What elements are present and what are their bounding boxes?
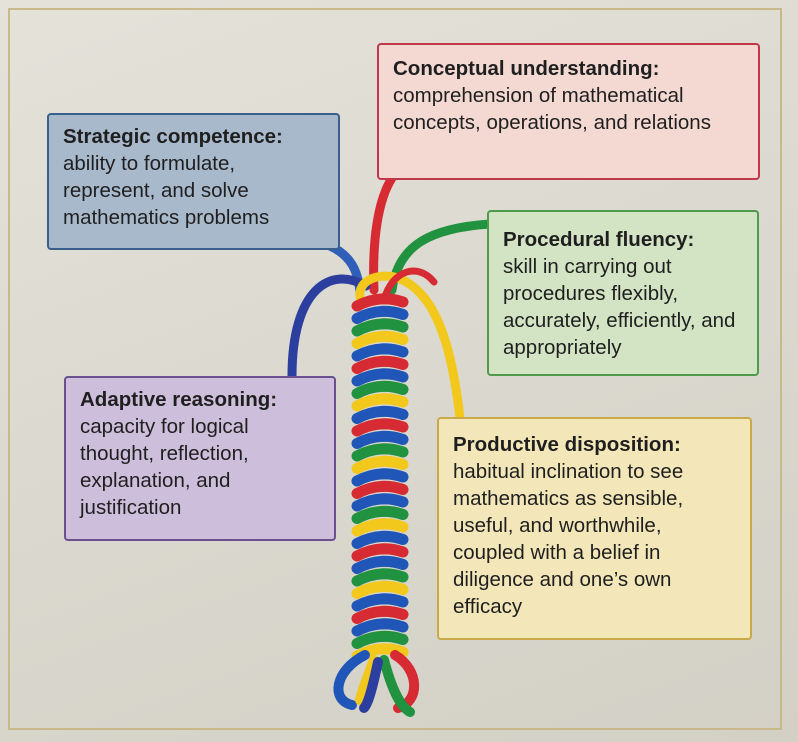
braid-twist bbox=[351, 605, 409, 624]
braid-twist bbox=[351, 630, 409, 649]
braid-body bbox=[351, 293, 409, 662]
braid-twist bbox=[351, 418, 409, 437]
braid-twist bbox=[351, 593, 409, 612]
productive-disposition-title: Productive disposition: bbox=[453, 433, 681, 456]
braid-twist bbox=[351, 555, 409, 574]
braid-twist bbox=[351, 480, 409, 499]
braid-twist bbox=[351, 330, 409, 349]
braid-twist bbox=[351, 318, 409, 337]
braid-twist bbox=[351, 518, 409, 537]
adaptive-reasoning-box: Adaptive reasoning: capacity for logical… bbox=[64, 376, 336, 541]
green-strand-end bbox=[379, 655, 415, 717]
braid-twist bbox=[351, 293, 409, 312]
braid-twist bbox=[351, 443, 409, 462]
conceptual-understanding-title: Conceptual understanding: bbox=[393, 57, 660, 80]
braid-twist bbox=[351, 568, 409, 587]
braid-twist bbox=[351, 505, 409, 524]
braid-twist bbox=[351, 543, 409, 562]
figure-frame bbox=[8, 8, 782, 730]
braid-twist bbox=[351, 393, 409, 412]
purple-strand-end bbox=[359, 657, 383, 713]
braid-twist bbox=[351, 430, 409, 449]
braid-twist bbox=[351, 530, 409, 549]
braid-twist bbox=[351, 468, 409, 487]
braid-twist bbox=[351, 355, 409, 374]
braid-twist bbox=[351, 493, 409, 512]
braid-twist bbox=[351, 405, 409, 424]
conceptual-understanding-description: comprehension of mathematical concepts, … bbox=[393, 84, 711, 134]
braid-twist bbox=[351, 618, 409, 637]
blue-strand-end bbox=[333, 650, 370, 710]
braid-twist bbox=[351, 343, 409, 362]
productive-disposition-description: habitual inclination to see mathematics … bbox=[453, 460, 684, 618]
yellow-strand-loop bbox=[355, 271, 465, 423]
strategic-competence-box: Strategic competence: ability to formula… bbox=[47, 113, 340, 250]
adaptive-reasoning-title: Adaptive reasoning: bbox=[80, 388, 278, 411]
strategic-competence-title: Strategic competence: bbox=[63, 125, 283, 148]
braid-twist bbox=[351, 368, 409, 387]
red-strand-loop bbox=[380, 267, 438, 304]
braid-twist bbox=[351, 455, 409, 474]
adaptive-reasoning-description: capacity for logical thought, reflection… bbox=[80, 415, 249, 519]
rope-bottom-ends bbox=[333, 650, 420, 717]
procedural-fluency-title: Procedural fluency: bbox=[503, 228, 695, 251]
yellow-strand-end bbox=[355, 655, 379, 705]
procedural-fluency-description: skill in carrying out procedures flexibl… bbox=[503, 255, 736, 359]
productive-disposition-box: Productive disposition: habitual inclina… bbox=[437, 417, 752, 640]
purple-strand-top bbox=[287, 274, 371, 381]
braid-twist bbox=[351, 380, 409, 399]
conceptual-understanding-box: Conceptual understanding: comprehension … bbox=[377, 43, 760, 180]
strategic-competence-description: ability to formulate, represent, and sol… bbox=[63, 152, 270, 229]
braid-twist bbox=[351, 305, 409, 324]
procedural-fluency-box: Procedural fluency: skill in carrying ou… bbox=[487, 210, 759, 376]
braid-twist bbox=[351, 580, 409, 599]
